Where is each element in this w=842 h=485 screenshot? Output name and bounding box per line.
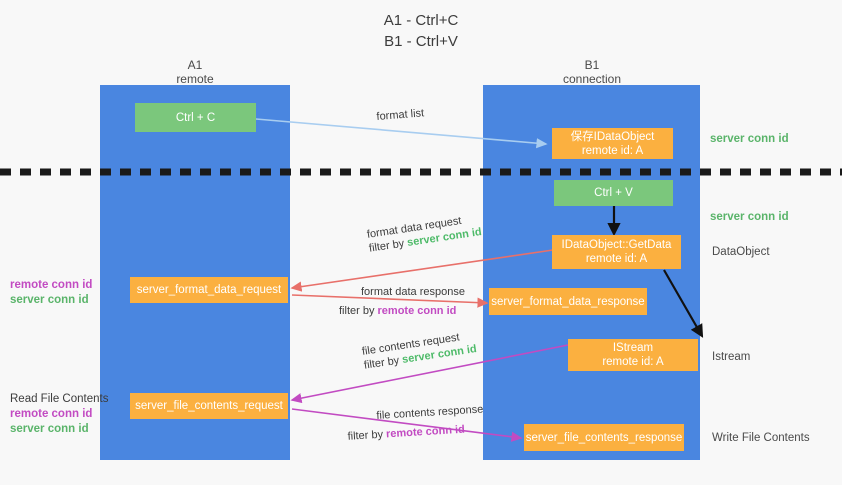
node-getdata-line1: IDataObject::GetData (561, 239, 672, 251)
node-ctrl-c[interactable]: Ctrl + C (135, 103, 256, 132)
right-label-write-file-contents: Write File Contents (712, 432, 810, 444)
node-save-idataobject-line2: remote id: A (581, 144, 644, 157)
node-file-contents-response-label: server_file_contents_response (525, 431, 683, 444)
edge-file-contents-response-title: file contents response (376, 403, 484, 422)
edge-label-format-list-text: format list (376, 107, 425, 123)
left-label-remote-conn-id-1: remote conn id (10, 279, 93, 291)
column-header-a1: A1 remote (130, 58, 260, 86)
node-format-data-request-label: server_format_data_request (136, 284, 282, 296)
node-istream-line1: IStream (612, 342, 654, 354)
right-label-server-conn-id-1: server conn id (710, 133, 789, 145)
node-getdata-line2: remote id: A (585, 253, 648, 265)
right-label-server-conn-id-2: server conn id (710, 211, 789, 223)
node-server-file-contents-request[interactable]: server_file_contents_request (130, 393, 288, 419)
left-label-remote-conn-id-2: remote conn id (10, 408, 93, 420)
node-server-format-data-response[interactable]: server_format_data_response (489, 288, 647, 315)
page-title: A1 - Ctrl+C B1 - Ctrl+V (0, 10, 842, 52)
node-ctrl-c-label: Ctrl + C (175, 111, 216, 124)
left-label-group-format: remote conn id server conn id (10, 278, 92, 308)
left-label-group-file: Read File Contents remote conn id server… (10, 392, 108, 437)
filter-prefix: filter by (347, 428, 387, 443)
right-label-dataobject: DataObject (712, 246, 770, 258)
node-ctrl-v-label: Ctrl + V (594, 187, 633, 199)
node-ctrl-v[interactable]: Ctrl + V (554, 180, 673, 206)
edge-file-contents-response-filter: filter by remote conn id (347, 421, 485, 443)
column-b1-name: B1 (584, 58, 600, 72)
right-label-istream: Istream (712, 351, 751, 363)
filter-term-remote-conn-id: remote conn id (385, 423, 466, 441)
node-server-format-data-request[interactable]: server_format_data_request (130, 277, 288, 303)
filter-term-remote-conn-id: remote conn id (377, 305, 457, 317)
node-server-file-contents-response[interactable]: server_file_contents_response (524, 424, 684, 451)
left-label-server-conn-id-1: server conn id (10, 294, 89, 306)
left-label-server-conn-id-2: server conn id (10, 423, 89, 435)
node-idataobject-getdata[interactable]: IDataObject::GetData remote id: A (552, 235, 681, 269)
title-line-1: A1 - Ctrl+C (383, 12, 459, 29)
title-line-2: B1 - Ctrl+V (384, 33, 458, 50)
edge-label-file-contents-response: file contents response filter by remote … (347, 402, 485, 442)
edge-label-format-list: format list (376, 106, 425, 124)
node-istream-line2: remote id: A (602, 356, 664, 368)
column-a1-sub: remote (176, 72, 214, 86)
node-istream[interactable]: IStream remote id: A (568, 339, 698, 371)
edge-format-data-response-filter: filter by remote conn id (339, 304, 465, 318)
node-file-contents-request-label: server_file_contents_request (135, 400, 283, 412)
node-save-idataobject[interactable]: 保存IDataObject remote id: A (552, 128, 673, 159)
column-a1-name: A1 (187, 58, 203, 72)
edge-format-data-response-title: format data response (361, 286, 465, 298)
column-b1-sub: connection (562, 72, 622, 86)
edge-label-file-contents-request: file contents request filter by server c… (361, 328, 478, 373)
left-label-read-file-contents: Read File Contents (10, 393, 109, 405)
edge-label-format-data-request: format data request filter by server con… (366, 211, 483, 256)
column-header-b1: B1 connection (527, 58, 657, 86)
edge-label-format-data-response: format data response filter by remote co… (339, 285, 465, 318)
node-save-idataobject-line1: 保存IDataObject (570, 130, 655, 143)
filter-prefix: filter by (339, 305, 378, 317)
node-format-data-response-label: server_format_data_response (491, 295, 645, 308)
